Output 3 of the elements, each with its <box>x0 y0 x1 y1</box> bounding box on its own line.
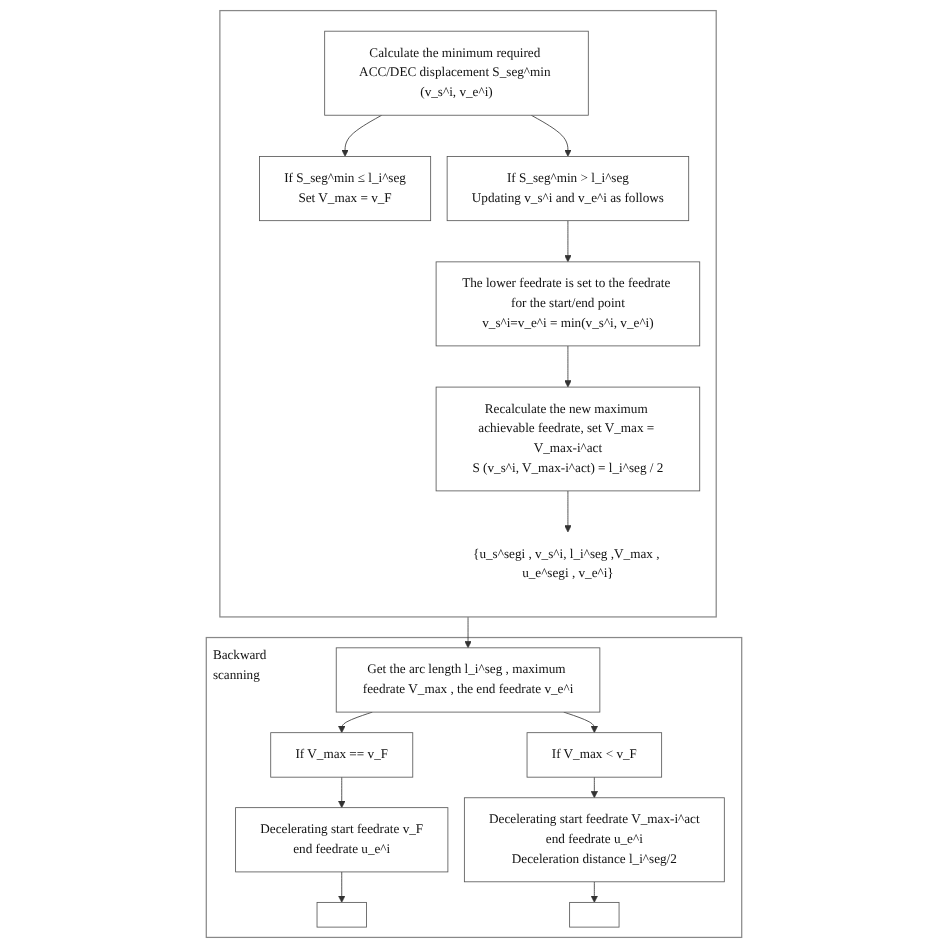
node-box <box>316 902 367 928</box>
node-box <box>569 902 620 928</box>
cluster <box>219 9 717 618</box>
